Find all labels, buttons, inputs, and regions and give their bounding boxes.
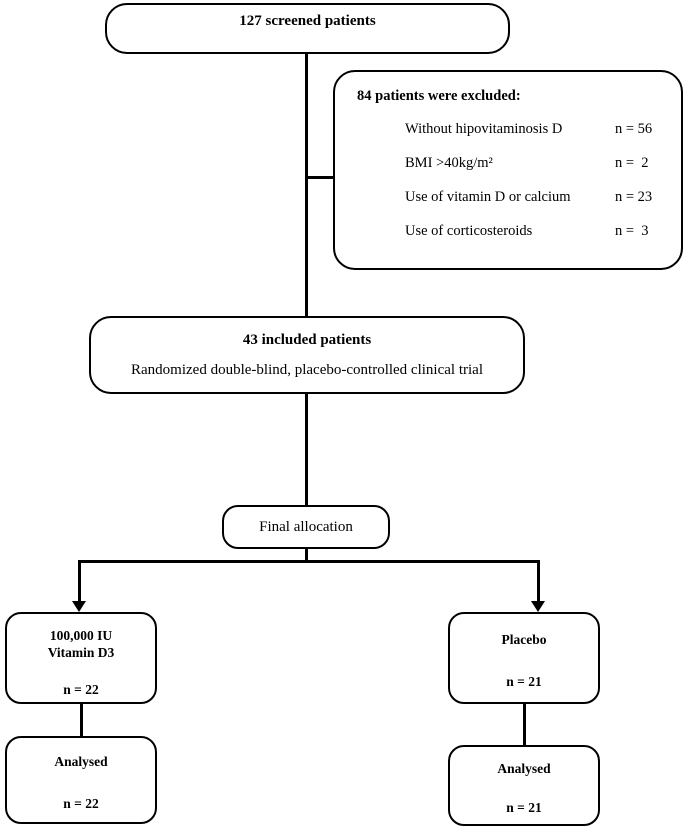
exclusion-reason-row: Use of vitamin D or calcium n = 23 [357,189,681,206]
exclusion-reason-count: n = 2 [615,155,649,171]
exclusion-reason-count: n = 3 [615,223,649,239]
exclusion-reason-row: BMI >40kg/m² n = 2 [357,155,681,172]
connector-included-to-allocation [305,394,308,506]
connector-split-to-arm-left [78,560,81,604]
connector-branch-to-excluded [305,176,335,179]
node-excluded-patients: 84 patients were excluded: Without hipov… [333,70,683,270]
exclusion-reason-row: Use of corticosteroids n = 3 [357,223,681,240]
connector-screened-to-included [305,53,308,317]
exclusion-reason-label: Use of vitamin D or calcium [405,189,571,205]
connector-split-bar [78,560,540,563]
exclusion-reason-label: Use of corticosteroids [405,223,533,239]
node-arm-vitamin-d3-count: n = 22 [63,681,99,697]
node-analysed-placebo-count: n = 21 [506,799,542,815]
node-arm-placebo-count: n = 21 [506,673,542,689]
node-arm-vitamin-d3-line1: 100,000 IU [49,628,113,643]
node-analysed-placebo: Analysed n = 21 [448,745,600,826]
node-final-allocation: Final allocation [222,505,390,549]
node-included-patients: 43 included patients Randomized double-b… [89,316,525,394]
node-arm-placebo: Placebo n = 21 [448,612,600,704]
connector-arm-left-to-analysed [80,704,83,737]
exclusion-reason-label: Without hipovitaminosis D [405,121,563,137]
arrowhead-right [531,601,545,612]
node-included-subtitle: Randomized double-blind, placebo-control… [131,361,483,378]
node-screened-patients: 127 screened patients [105,3,510,54]
node-analysed-vitamin-d3-count: n = 22 [63,795,99,811]
exclusion-reason-count: n = 56 [615,121,653,137]
arrowhead-left [72,601,86,612]
node-arm-vitamin-d3: 100,000 IU Vitamin D3 n = 22 [5,612,157,704]
node-arm-vitamin-d3-line2: Vitamin D3 [47,644,115,660]
node-arm-placebo-line1: Placebo [501,632,547,647]
connector-allocation-to-split [305,548,308,562]
exclusion-reason-row: Without hipovitaminosis D n = 56 [357,121,681,138]
connector-split-to-arm-right [537,560,540,604]
node-analysed-vitamin-d3-title: Analysed [54,754,108,769]
exclusion-reason-count: n = 23 [615,189,653,205]
node-analysed-placebo-title: Analysed [497,761,551,776]
node-final-allocation-title: Final allocation [259,518,353,535]
connector-arm-right-to-analysed [523,704,526,746]
node-included-title: 43 included patients [242,331,372,348]
exclusion-reason-label: BMI >40kg/m² [405,155,493,171]
node-excluded-title: 84 patients were excluded: [357,88,521,104]
node-analysed-vitamin-d3: Analysed n = 22 [5,736,157,824]
node-screened-title: 127 screened patients [239,13,376,29]
